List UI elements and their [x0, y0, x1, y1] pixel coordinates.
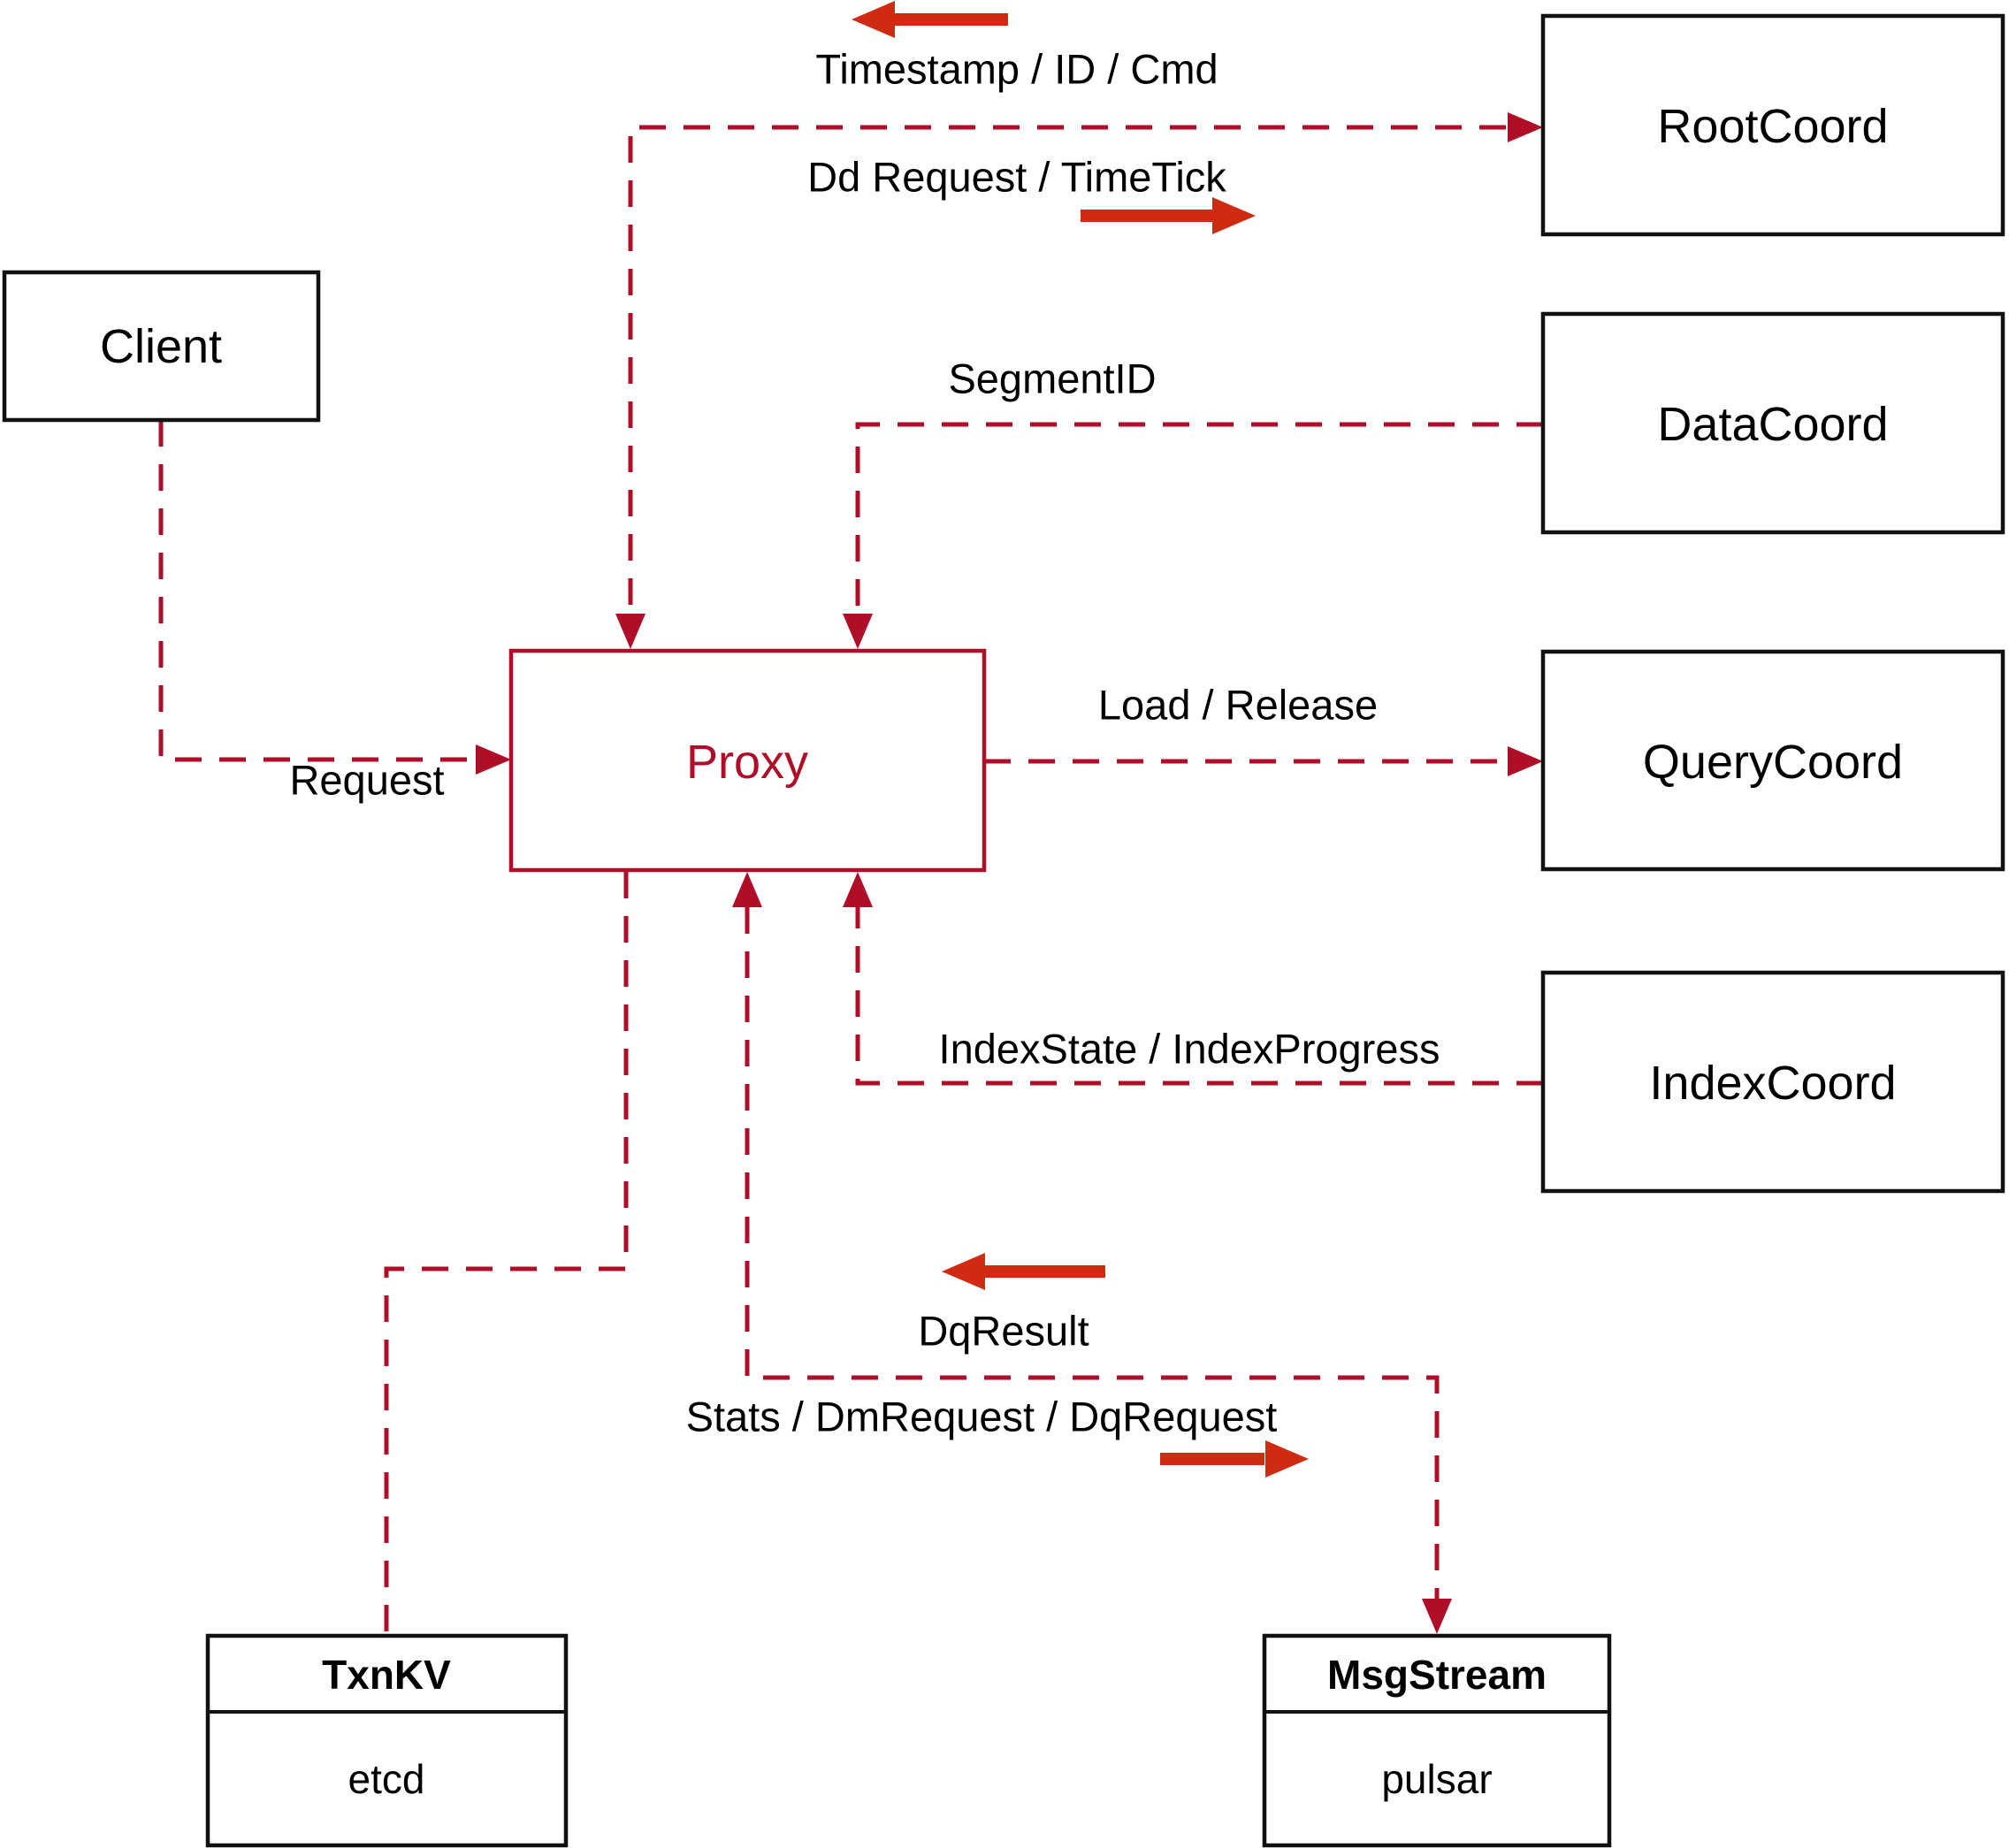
- arrowhead-right-icon: [1508, 112, 1543, 142]
- edge-label-dqresult: DqResult: [918, 1308, 1089, 1355]
- node-client: Client: [2, 270, 321, 423]
- direction-arrow-right-top: [1081, 197, 1256, 234]
- edge-label-segmentid: SegmentID: [948, 355, 1156, 402]
- rootcoord-line: [628, 125, 1506, 614]
- node-txnkv: TxnKV etcd: [205, 1633, 569, 1848]
- msgstream-line: [745, 907, 1440, 1599]
- edge-proxy-to-querycoord: [984, 746, 1543, 776]
- arrowhead-right-icon: [1508, 746, 1543, 776]
- left-arrow-icon: [852, 1, 895, 38]
- msgstream-box: [1262, 1633, 1612, 1848]
- edge-proxy-msgstream: [732, 872, 1452, 1634]
- querycoord-box: [1540, 649, 2005, 872]
- edge-label-load-release: Load / Release: [1098, 682, 1378, 729]
- proxy-label: Proxy: [686, 736, 808, 789]
- edge-proxy-rootcoord: [615, 112, 1543, 649]
- proxy-box: [508, 648, 987, 873]
- edge-label-stats: Stats / DmRequest / DqRequest: [686, 1394, 1278, 1440]
- indexcoord-box: [1540, 970, 2005, 1194]
- arrowhead-up-icon: [732, 872, 762, 907]
- direction-arrow-right-bottom: [1160, 1440, 1309, 1478]
- rootcoord-label: RootCoord: [1657, 100, 1888, 153]
- edge-proxy-to-txnkv: [384, 872, 629, 1634]
- node-querycoord: QueryCoord: [1540, 649, 2005, 872]
- arrowhead-up-icon: [843, 872, 873, 907]
- direction-arrow-left-bottom: [942, 1253, 1105, 1290]
- client-label: Client: [100, 320, 222, 373]
- arrowhead-down-icon: [615, 614, 645, 649]
- edge-indexcoord-to-proxy: [843, 872, 1543, 1086]
- right-arrow-icon: [1212, 197, 1256, 234]
- txnkv-subtitle: etcd: [348, 1756, 425, 1802]
- arrowhead-right-icon: [476, 745, 511, 775]
- node-rootcoord: RootCoord: [1540, 13, 2005, 237]
- txnkv-line: [384, 872, 629, 1634]
- node-proxy: Proxy: [508, 648, 987, 873]
- node-msgstream: MsgStream pulsar: [1262, 1633, 1612, 1848]
- txnkv-title: TxnKV: [322, 1652, 451, 1698]
- edge-label-timestamp: Timestamp / ID / Cmd: [815, 46, 1218, 93]
- msgstream-title: MsgStream: [1327, 1652, 1547, 1698]
- node-datacoord: DataCoord: [1540, 311, 2005, 535]
- arrowhead-down-icon: [843, 614, 873, 649]
- left-arrow-icon: [942, 1253, 985, 1290]
- indexstate-line: [855, 907, 1543, 1086]
- txnkv-box: [205, 1633, 569, 1848]
- direction-arrow-left-top: [852, 1, 1008, 38]
- segmentid-line: [855, 422, 1543, 614]
- edge-label-indexstate: IndexState / IndexProgress: [939, 1026, 1440, 1073]
- node-indexcoord: IndexCoord: [1540, 970, 2005, 1194]
- edge-client-to-proxy: [158, 420, 511, 775]
- client-box: [2, 270, 321, 423]
- rootcoord-box: [1540, 13, 2005, 237]
- datacoord-box: [1540, 311, 2005, 535]
- edge-label-dd-request: Dd Request / TimeTick: [807, 154, 1226, 201]
- indexcoord-label: IndexCoord: [1649, 1057, 1896, 1110]
- request-line: [158, 420, 476, 762]
- datacoord-label: DataCoord: [1657, 398, 1888, 451]
- arrowhead-down-icon: [1422, 1599, 1452, 1634]
- querycoord-label: QueryCoord: [1643, 736, 1903, 789]
- edge-datacoord-to-proxy: [843, 422, 1543, 649]
- msgstream-subtitle: pulsar: [1381, 1756, 1492, 1802]
- edge-label-request: Request: [289, 757, 444, 804]
- right-arrow-icon: [1265, 1440, 1309, 1478]
